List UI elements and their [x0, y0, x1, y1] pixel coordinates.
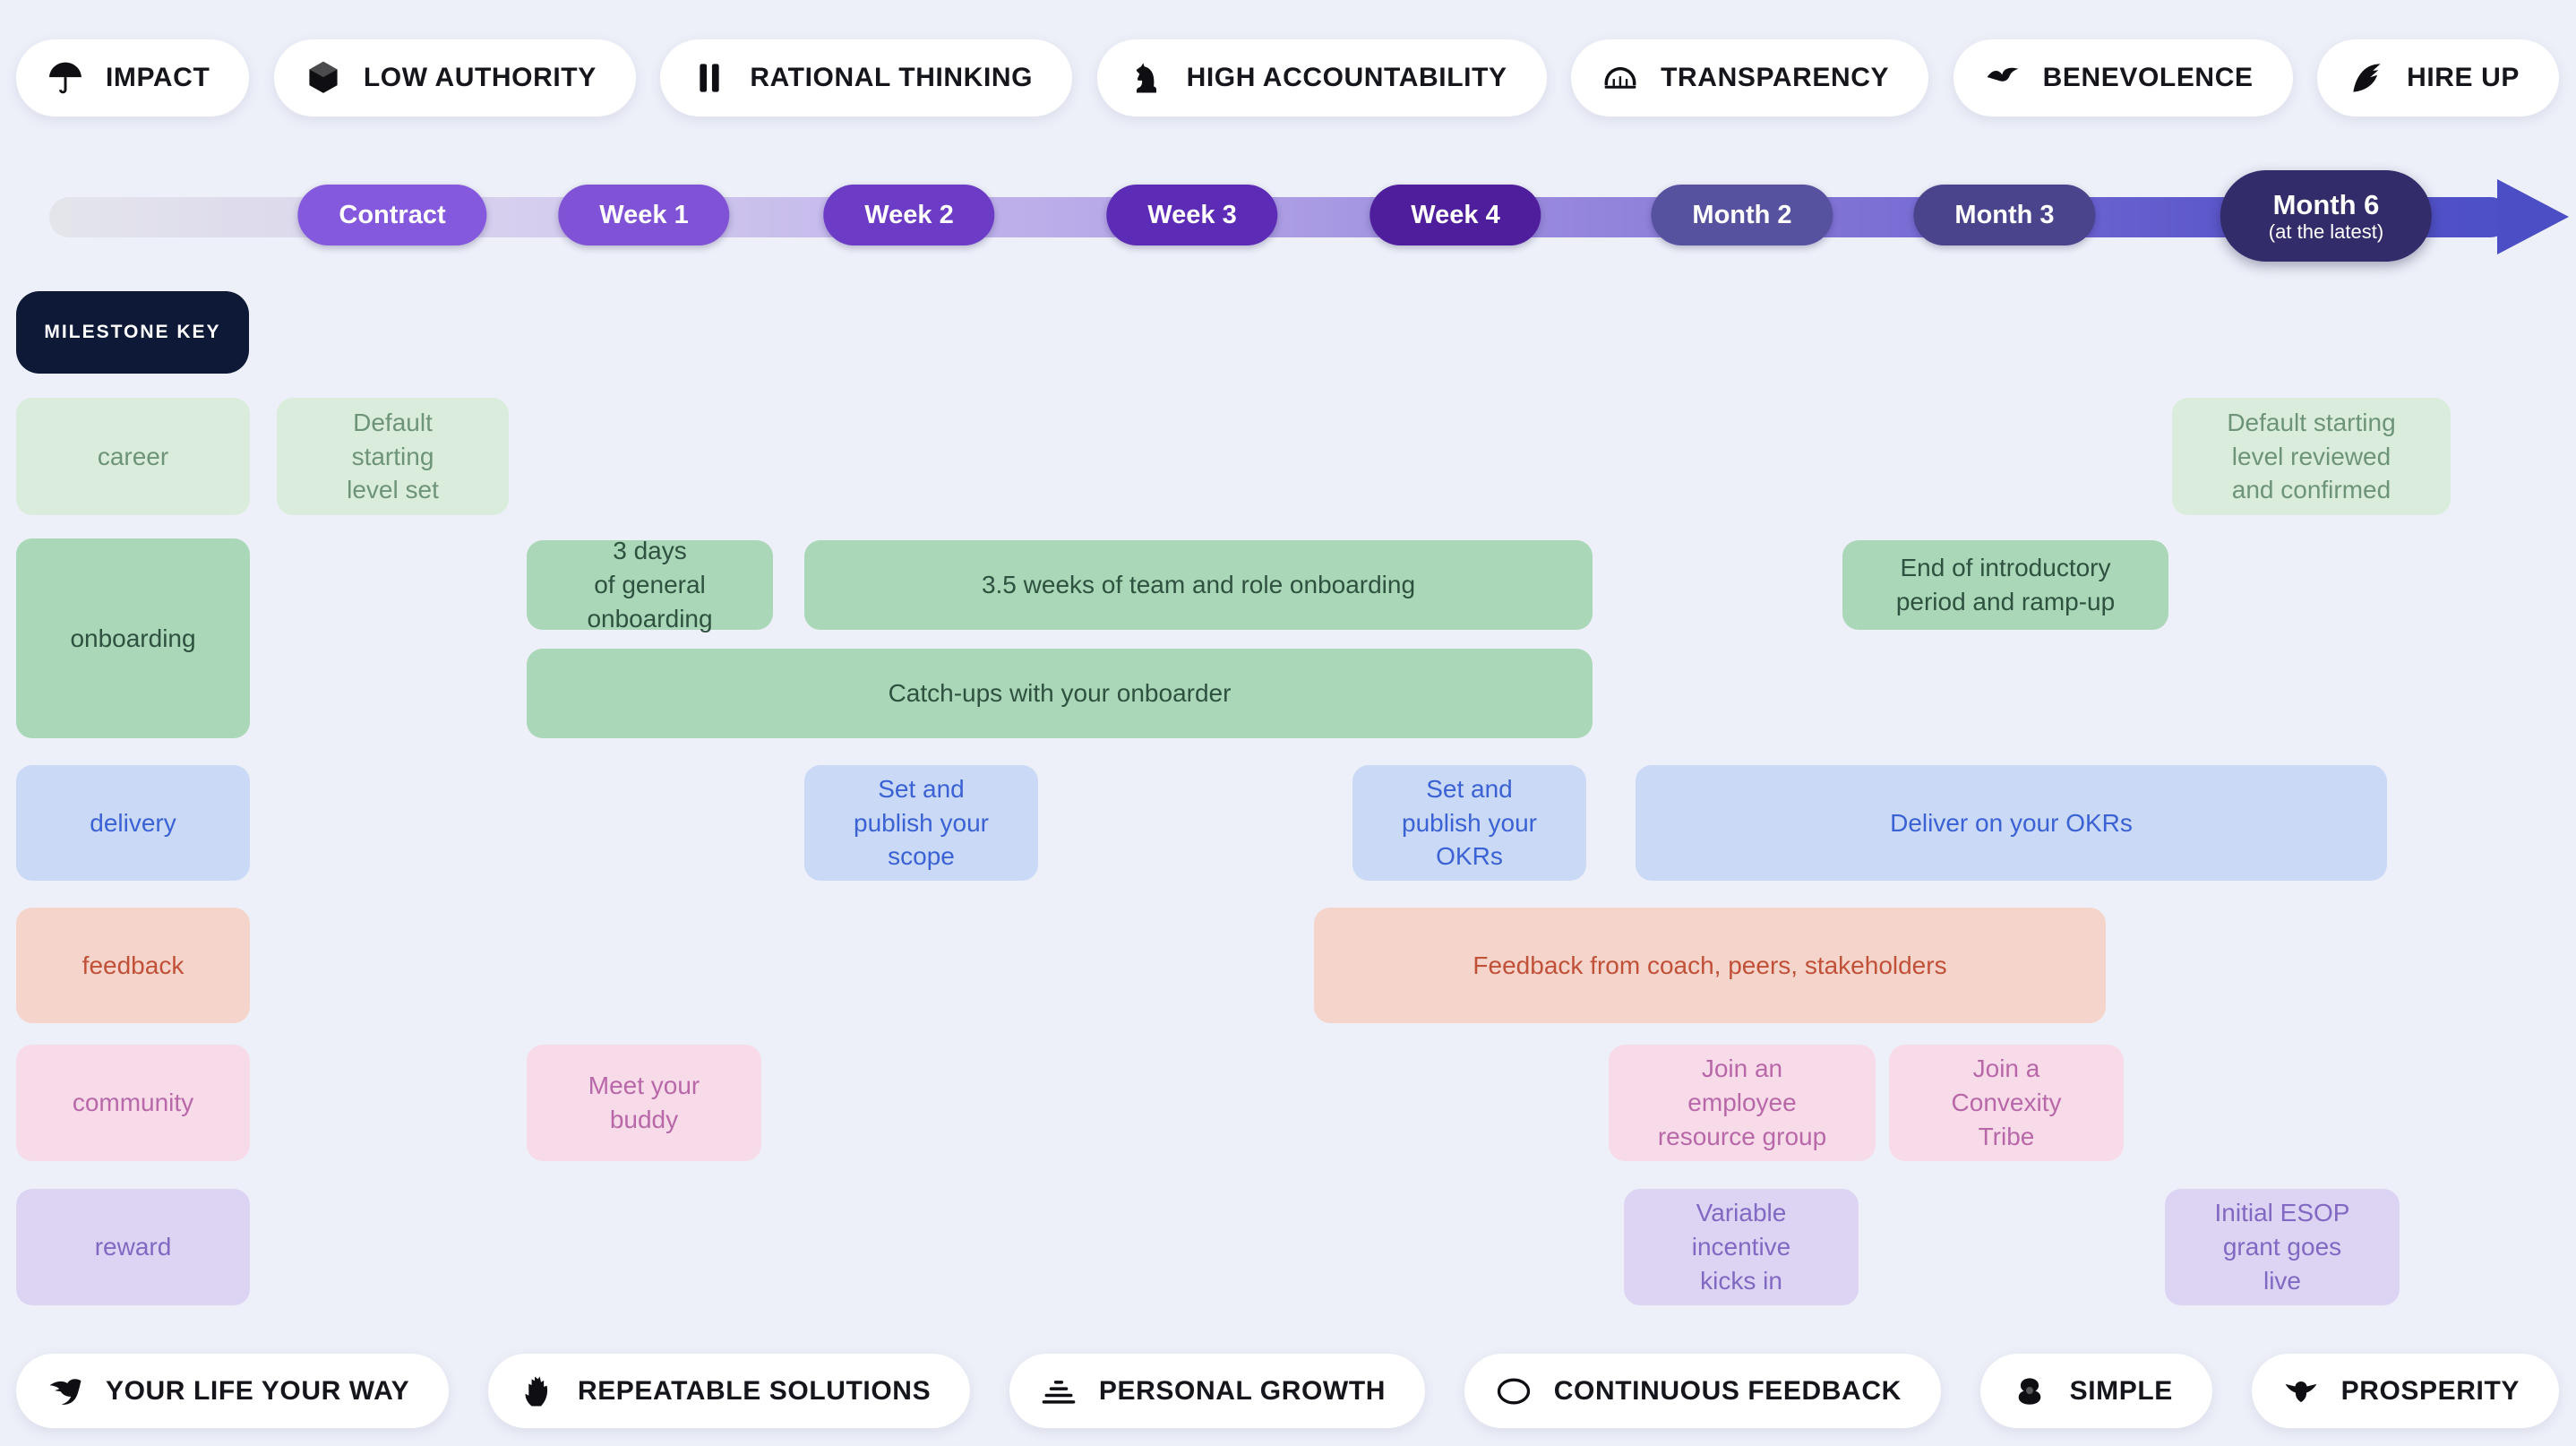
row-label-career: career [16, 398, 250, 515]
value-pill-rational-thinking: RATIONAL THINKING [660, 39, 1073, 116]
row-label-onboarding: onboarding [16, 538, 250, 738]
cell-feedback-coach-peers: Feedback from coach, peers, stakeholders [1314, 908, 2106, 1023]
dove-icon [2280, 1371, 2322, 1412]
value-pill-transparency: TRANSPARENCY [1571, 39, 1929, 116]
bird-icon [1982, 57, 2023, 99]
cell-onboarding-general: 3 days of general onboarding [527, 537, 773, 633]
value-label: PERSONAL GROWTH [1098, 1375, 1387, 1406]
value-pill-continuous-feedback: CONTINUOUS FEEDBACK [1464, 1354, 1941, 1428]
layered-pyramid-icon [1038, 1371, 1079, 1412]
timeline-milestone-month2: Month 2 [1651, 185, 1833, 245]
timeline-milestone-month3: Month 3 [1913, 185, 2096, 245]
row-label-community: community [16, 1045, 250, 1161]
timeline-milestone-month6: Month 6 (at the latest) [2220, 170, 2433, 262]
timeline-milestone-week4: Week 4 [1370, 185, 1541, 245]
timeline-milestone-contract: Contract [297, 185, 487, 245]
timeline-milestone-week3: Week 3 [1106, 185, 1278, 245]
hand-icon [517, 1371, 558, 1412]
value-pill-low-authority: LOW AUTHORITY [273, 39, 636, 116]
value-pill-personal-growth: PERSONAL GROWTH [1009, 1354, 1426, 1428]
value-label: BENEVOLENCE [2042, 63, 2254, 92]
umbrella-icon [45, 57, 86, 99]
row-label-delivery: delivery [16, 765, 250, 881]
milestone-key-badge: MILESTONE KEY [16, 291, 249, 374]
value-label: HIGH ACCOUNTABILITY [1186, 63, 1507, 92]
cell-reward-variable-incentive: Variable incentive kicks in [1624, 1189, 1859, 1305]
cell-onboarding-team-role: 3.5 weeks of team and role onboarding [804, 540, 1593, 630]
cell-reward-esop-grant: Initial ESOP grant goes live [2165, 1189, 2400, 1305]
cube-icon [303, 57, 344, 99]
value-pill-simple: SIMPLE [1979, 1354, 2212, 1428]
value-pill-repeatable-solutions: REPEATABLE SOLUTIONS [487, 1354, 971, 1428]
value-pill-high-accountability: HIGH ACCOUNTABILITY [1096, 39, 1547, 116]
cell-delivery-set-okrs: Set and publish your OKRs [1352, 765, 1586, 881]
value-label: TRANSPARENCY [1661, 63, 1890, 92]
bottom-values-row: YOUR LIFE YOUR WAY REPEATABLE SOLUTIONS … [16, 1354, 2559, 1428]
value-pill-hire-up: HIRE UP [2317, 39, 2559, 116]
row-label-reward: reward [16, 1189, 250, 1305]
pillars-icon [689, 57, 730, 99]
flower-icon [2009, 1371, 2050, 1412]
value-pill-prosperity: PROSPERITY [2251, 1354, 2559, 1428]
value-pill-your-life-your-way: YOUR LIFE YOUR WAY [16, 1354, 450, 1428]
cell-onboarding-end-intro: End of introductory period and ramp-up [1842, 540, 2168, 630]
milestone-sublabel: (at the latest) [2268, 220, 2384, 244]
value-label: PROSPERITY [2340, 1375, 2520, 1406]
row-label-feedback: feedback [16, 908, 250, 1023]
top-values-row: IMPACT LOW AUTHORITY RATIONAL THINKING H… [16, 39, 2559, 116]
cell-delivery-set-scope: Set and publish your scope [804, 765, 1038, 881]
cell-career-level-reviewed: Default starting level reviewed and conf… [2172, 398, 2451, 515]
timeline-milestone-week2: Week 2 [823, 185, 995, 245]
chess-knight-icon [1126, 57, 1167, 99]
value-label: YOUR LIFE YOUR WAY [106, 1375, 410, 1406]
value-label: REPEATABLE SOLUTIONS [577, 1375, 932, 1406]
value-label: IMPACT [106, 63, 210, 92]
value-label: SIMPLE [2069, 1375, 2173, 1406]
value-pill-benevolence: BENEVOLENCE [1953, 39, 2293, 116]
cell-community-join-tribe: Join a Convexity Tribe [1889, 1045, 2124, 1161]
timeline-arrow-icon [2497, 179, 2569, 254]
cell-community-join-erg: Join an employee resource group [1609, 1045, 1876, 1161]
cell-community-meet-buddy: Meet your buddy [527, 1045, 761, 1161]
bridge-icon [1600, 57, 1641, 99]
cell-career-default-level-set: Default starting level set [277, 398, 509, 515]
timeline-milestone-week1: Week 1 [558, 185, 730, 245]
cell-onboarding-catchups: Catch-ups with your onboarder [527, 649, 1593, 738]
ellipse-icon [1493, 1371, 1534, 1412]
cell-delivery-deliver-okrs: Deliver on your OKRs [1636, 765, 2387, 881]
value-label: RATIONAL THINKING [750, 63, 1034, 92]
feather-icon [2346, 57, 2387, 99]
milestone-label: Month 6 [2272, 188, 2380, 220]
value-label: CONTINUOUS FEEDBACK [1553, 1375, 1902, 1406]
value-label: HIRE UP [2407, 63, 2520, 92]
swallow-icon [45, 1371, 86, 1412]
value-label: LOW AUTHORITY [363, 63, 597, 92]
value-pill-impact: IMPACT [16, 39, 250, 116]
